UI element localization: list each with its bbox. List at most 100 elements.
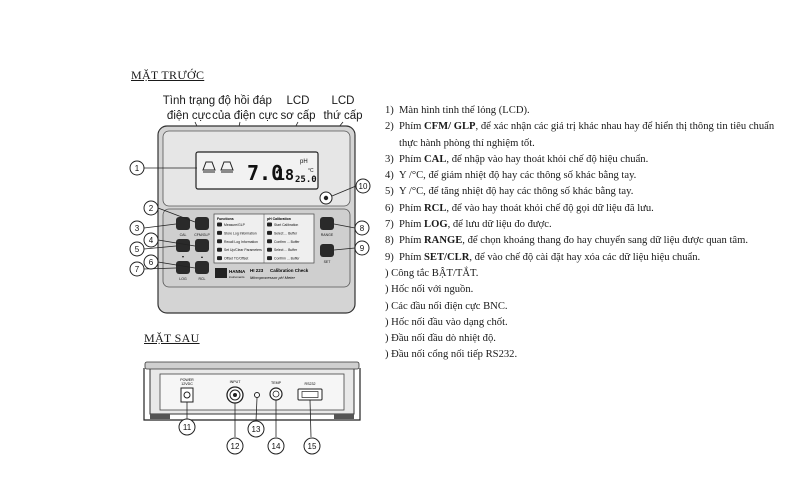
callout-number: 13 xyxy=(252,425,261,434)
callout-number: 4 xyxy=(149,236,154,245)
svg-text:12VDC: 12VDC xyxy=(181,382,193,386)
list-item: 3)Phím CAL, để nhập vào hay thoát khỏi c… xyxy=(385,153,649,165)
svg-text:TEMP: TEMP xyxy=(271,381,282,385)
callout-number: 1 xyxy=(135,164,140,173)
lcd-screen xyxy=(195,151,319,190)
rcl-key[interactable] xyxy=(195,261,209,274)
function-description-list: 1)Màn hình tinh thể lỏng (LCD). 2)Phím CF… xyxy=(385,103,785,364)
back-heading: MẶT SAU xyxy=(144,331,200,345)
up-temp-key[interactable] xyxy=(195,239,209,252)
callout-number: 12 xyxy=(231,442,240,451)
callout-marker xyxy=(143,200,159,216)
callout-number: 9 xyxy=(360,244,365,253)
front-heading: MẶT TRƯỚC xyxy=(131,68,205,82)
temp-probe-connector[interactable] xyxy=(269,387,283,401)
list-item: ) Hốc nối đầu vào dạng chốt. xyxy=(385,316,508,328)
svg-text:Functions: Functions xyxy=(217,217,234,221)
electrode-response-icon xyxy=(220,161,234,173)
callout-marker xyxy=(267,437,285,455)
svg-text:INPUT: INPUT xyxy=(230,380,242,384)
lcd-unit: pH xyxy=(300,159,308,165)
legend-item: Measure/GLP xyxy=(224,223,246,227)
svg-text:SET: SET xyxy=(324,260,332,264)
legend-item: Offset TC/Offset xyxy=(224,257,248,261)
list-item: 8)Phím RANGE, để chọn khoảng thang đo ha… xyxy=(385,235,748,247)
lcd-sub-value: 25.0 xyxy=(295,175,317,185)
list-item: 5)Y /°C, để tăng nhiệt độ hay các thông … xyxy=(385,186,634,198)
svg-text:pH Calibration: pH Calibration xyxy=(267,217,291,221)
legend-item: Start Calibration xyxy=(274,223,298,227)
electrode-status-icon xyxy=(202,161,216,173)
callout-number: 7 xyxy=(135,265,140,274)
callout-number: 2 xyxy=(149,204,154,213)
callout-marker xyxy=(303,437,321,455)
legend-item: Confirm ... Buffer xyxy=(274,257,300,261)
legend-item: Store Log Information xyxy=(224,231,257,235)
svg-text:RS232: RS232 xyxy=(305,382,316,386)
callout-marker xyxy=(354,240,370,256)
callout-marker xyxy=(129,261,145,277)
svg-text:LOG: LOG xyxy=(179,277,187,281)
callout-marker xyxy=(129,220,145,236)
product-title: Calibration Check xyxy=(270,268,309,273)
product-subtitle: Microprocessor pH Meter xyxy=(250,275,296,280)
legend-item: Select ... Buffer xyxy=(274,248,298,252)
callout-number: 8 xyxy=(360,224,365,233)
callout-marker xyxy=(143,232,159,248)
list-item: 9)Phím SET/CLR, để vào chế độ cài đặt ha… xyxy=(385,251,701,263)
front-panel-diagram: 7.0 18 pH 25.0 °C CAL CFM/GLP ▼ ▲ LOG RC… xyxy=(129,121,371,314)
list-item: 6)Phím RCL, để vào hay thoát khỏi chế độ… xyxy=(385,202,654,214)
list-item: ) Đầu nối cổng nối tiếp RS232. xyxy=(385,349,518,361)
callout-number: 6 xyxy=(149,258,154,267)
list-item: ) Hốc nối với nguồn. xyxy=(385,284,474,296)
brand-logo xyxy=(215,268,227,278)
lcd-main-value: 7.0 xyxy=(247,161,283,185)
set-clr-key[interactable] xyxy=(320,244,334,257)
legend-item: Select ... Buffer xyxy=(274,231,298,235)
cfm-glp-key[interactable] xyxy=(195,217,209,230)
svg-text:▼: ▼ xyxy=(181,255,184,259)
lcd-main-value-2: 18 xyxy=(276,166,294,184)
brand-name: HANNA xyxy=(229,269,246,274)
svg-text:RCL: RCL xyxy=(198,277,205,281)
callout-marker xyxy=(226,437,244,455)
rs232-port[interactable] xyxy=(297,388,323,401)
list-item: 7)Phím LOG, để lưu dữ liệu đo được. xyxy=(385,219,552,231)
callout-marker xyxy=(178,418,196,436)
svg-text:POWER: POWER xyxy=(180,378,194,382)
legend-item: Set Up/Clear Parameters xyxy=(224,248,262,252)
callout-marker xyxy=(247,420,265,438)
callout-number: 14 xyxy=(272,442,281,451)
callout-marker xyxy=(354,220,370,236)
pin-socket[interactable] xyxy=(254,392,260,398)
list-item: ) Các đầu nối điện cực BNC. xyxy=(385,300,508,312)
callout-marker xyxy=(355,178,371,194)
lcd-sub-unit: °C xyxy=(308,168,314,174)
svg-text:▲: ▲ xyxy=(200,255,203,259)
list-item: ) Đầu nối đầu dò nhiệt độ. xyxy=(385,333,496,345)
power-jack[interactable] xyxy=(180,387,194,403)
list-item: 2)Phím CFM/ GLP, để xác nhận các giá trị… xyxy=(385,121,775,149)
down-temp-key[interactable] xyxy=(176,239,190,252)
legend-item: Confirm ... Buffer xyxy=(274,240,300,244)
range-key[interactable] xyxy=(320,217,334,230)
cal-key[interactable] xyxy=(176,217,190,230)
svg-text:instruments: instruments xyxy=(229,275,245,279)
svg-text:CAL: CAL xyxy=(180,233,187,237)
list-item: 4)Y /°C, để giảm nhiệt độ hay các thông … xyxy=(385,170,637,182)
list-item: ) Công tắc BẬT/TẮT. xyxy=(385,267,479,279)
legend-item: Recall Log Information xyxy=(224,240,258,244)
log-key[interactable] xyxy=(176,261,190,274)
callout-marker xyxy=(129,241,145,257)
list-item: 1)Màn hình tinh thể lỏng (LCD). xyxy=(385,105,530,116)
svg-text:RANGE: RANGE xyxy=(321,233,334,237)
svg-text:CFM/GLP: CFM/GLP xyxy=(194,233,210,237)
callout-number: 5 xyxy=(135,245,140,254)
callout-marker xyxy=(129,160,145,176)
model-number: HI 223 xyxy=(250,268,264,273)
